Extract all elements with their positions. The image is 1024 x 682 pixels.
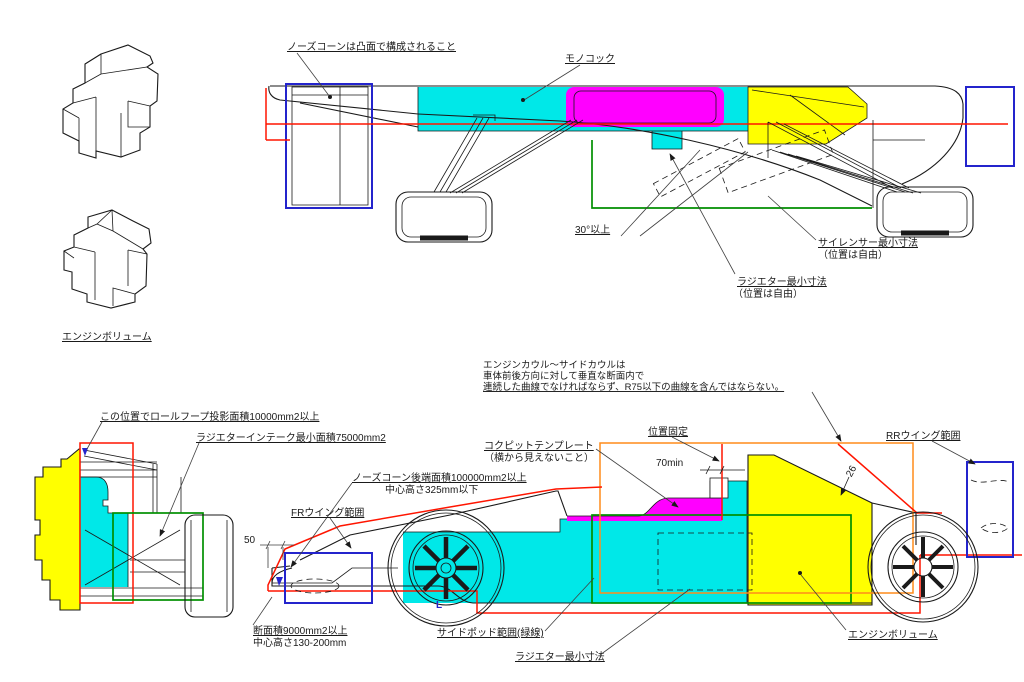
leader-radiator-side	[599, 588, 691, 656]
leader-sidepod	[544, 577, 595, 632]
front-view: この位置でロールフープ投影面積10000mm2以上 ラジエターインテーク最小面積…	[34, 410, 386, 618]
headrest-notch	[709, 477, 729, 499]
front-wing-box-top	[285, 83, 373, 209]
front-wheel-side	[387, 509, 505, 627]
label-nose-rear-area: ノーズコーン後端面積100000mm2以上	[352, 471, 527, 484]
dim-70min: 70min	[656, 458, 683, 469]
silencer-min-box-top	[718, 129, 834, 194]
leader-radiator-top	[669, 153, 736, 275]
side-view: エンジンカウル～サイドカウルは 車体前後方向に対して垂直な断面内で 連続した曲線…	[244, 360, 1022, 663]
label-radiator-min: ラジエター最小寸法	[737, 275, 827, 288]
radiator-min-box-side	[657, 532, 753, 591]
label-cowl-rule-1: エンジンカウル～サイドカウルは	[483, 360, 626, 371]
leader-cockpit-template	[595, 448, 679, 508]
engine-volume-isometric: エンジンボリューム	[62, 44, 159, 343]
front-view-wheel	[184, 514, 234, 618]
nose-rear-marker	[276, 577, 283, 586]
front-red-envelope	[79, 442, 134, 604]
label-cowl-rule-3: 連続した曲線でなければならず、R75以下の曲線を含んではならない。	[483, 381, 784, 393]
leader-monocoque	[523, 64, 581, 101]
label-radiator-intake: ラジエターインテーク最小面積75000mm2	[196, 431, 386, 444]
leader-nose-convex	[296, 52, 331, 98]
sidepod-box-front	[112, 512, 204, 601]
radiator-min-box-top	[652, 138, 746, 198]
rollhoop-top-marker	[82, 448, 88, 456]
rear-wheel-side	[867, 511, 979, 623]
rear-wing-box-side	[966, 461, 1014, 558]
dim-26-arrow	[840, 476, 850, 496]
leader-position-fixed	[671, 436, 720, 462]
engine-cover-region	[748, 87, 867, 144]
leader-engine-volume	[800, 574, 847, 631]
monocoque-front-region	[80, 477, 128, 587]
front-wing-box-side	[284, 552, 373, 604]
label-engine-volume-side: エンジンボリューム	[848, 629, 938, 641]
dim-50-lines	[260, 540, 294, 568]
label-silencer-free: （位置は自由）	[818, 248, 888, 261]
label-silencer-min: サイレンサー最小寸法	[818, 236, 918, 249]
label-cowl-rule-2: 車体前後方向に対して垂直な断面内で	[483, 370, 644, 382]
leader-nose-rear	[290, 482, 353, 568]
label-radiator-min-side: ラジエター最小寸法	[515, 650, 605, 663]
label-nose-rear-height: 中心高さ325mm以下	[385, 483, 478, 496]
dim-26: 26	[844, 464, 859, 479]
engine-volume-front-silhouette	[34, 448, 81, 611]
label-engine-volume-iso: エンジンボリューム	[62, 331, 152, 343]
leader-rollhoop	[86, 421, 103, 450]
label-nose-convex: ノーズコーンは凸面で構成されること	[287, 40, 456, 53]
fixed-bodywork-zone	[599, 442, 914, 594]
label-fr-wing: FRウイング範囲	[291, 506, 364, 519]
label-cockpit-template: コクピットテンプレート	[484, 440, 594, 452]
monocoque-side-region	[403, 481, 747, 603]
rear-wing-profile	[970, 479, 1010, 533]
monocoque-tab	[652, 131, 682, 149]
cockpit-opening-region	[566, 87, 724, 127]
angle-30-rays	[620, 149, 749, 237]
label-position-fixed: 位置固定	[648, 425, 688, 438]
front-wheel-top	[395, 191, 493, 243]
label-rollhoop-area: この位置でロールフープ投影面積10000mm2以上	[100, 410, 319, 423]
leader-section	[252, 596, 273, 626]
top-view: ノーズコーンは凸面で構成されること モノコック 30°以上 サイレンサー最小寸法…	[265, 40, 1015, 300]
leader-silencer	[767, 195, 817, 241]
label-monocoque: モノコック	[565, 53, 615, 65]
label-sidepod-range: サイドポッド範囲(緑線)	[437, 626, 544, 639]
label-cockpit-note: （横から見えないこと）	[484, 451, 594, 464]
dim-50: 50	[244, 535, 256, 546]
leader-radiator-intake	[159, 442, 200, 537]
rear-wing-box-top	[965, 86, 1015, 167]
leader-fr-wing	[329, 517, 352, 549]
wheel-mark-l: L	[436, 600, 442, 611]
label-section-height: 中心高さ130-200mm	[253, 636, 346, 649]
leader-cowl-rule	[811, 391, 842, 442]
label-rr-wing: RRウイング範囲	[886, 429, 960, 442]
label-section-area: 断面積9000mm2以上	[253, 624, 347, 637]
leader-rr-wing	[931, 440, 976, 465]
dim-70min-line	[700, 465, 745, 475]
cockpit-template-region	[567, 498, 722, 521]
label-radiator-free: （位置は自由）	[733, 287, 803, 300]
front-wing-profile	[290, 578, 340, 594]
label-angle-min: 30°以上	[575, 224, 610, 236]
rear-wheel-top	[876, 186, 974, 238]
